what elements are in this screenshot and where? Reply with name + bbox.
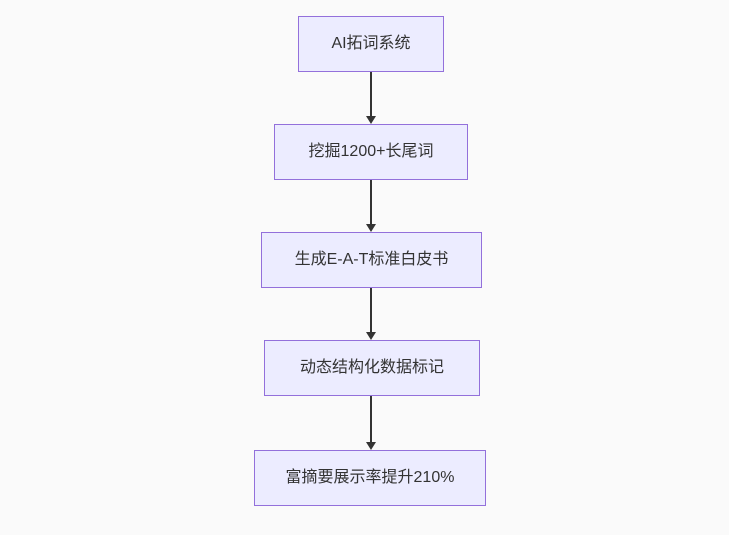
node-label: 富摘要展示率提升210% [285, 469, 455, 486]
flowchart-arrow-a-b [364, 72, 378, 124]
arrow-line [370, 396, 372, 442]
flowchart-arrow-d-e [364, 396, 378, 450]
arrow-down-head-icon [366, 332, 376, 340]
flowchart-node-rich-snippet-result: 富摘要展示率提升210% [254, 450, 486, 506]
node-label: 生成E-A-T标准白皮书 [294, 251, 449, 268]
arrow-line [370, 180, 372, 224]
node-label: 挖掘1200+长尾词 [308, 143, 434, 160]
arrow-line [370, 288, 372, 332]
arrow-down-head-icon [366, 224, 376, 232]
arrow-down-head-icon [366, 442, 376, 450]
arrow-line [370, 72, 372, 116]
flowchart-node-eat-whitepaper: 生成E-A-T标准白皮书 [261, 232, 482, 288]
node-label: AI拓词系统 [331, 35, 411, 52]
flowchart-node-ai-word-system: AI拓词系统 [298, 16, 444, 72]
arrow-down-head-icon [366, 116, 376, 124]
node-label: 动态结构化数据标记 [299, 359, 444, 376]
flowchart-arrow-c-d [364, 288, 378, 340]
flowchart-node-longtail-mining: 挖掘1200+长尾词 [274, 124, 468, 180]
flowchart-node-structured-data: 动态结构化数据标记 [264, 340, 480, 396]
flowchart-arrow-b-c [364, 180, 378, 232]
